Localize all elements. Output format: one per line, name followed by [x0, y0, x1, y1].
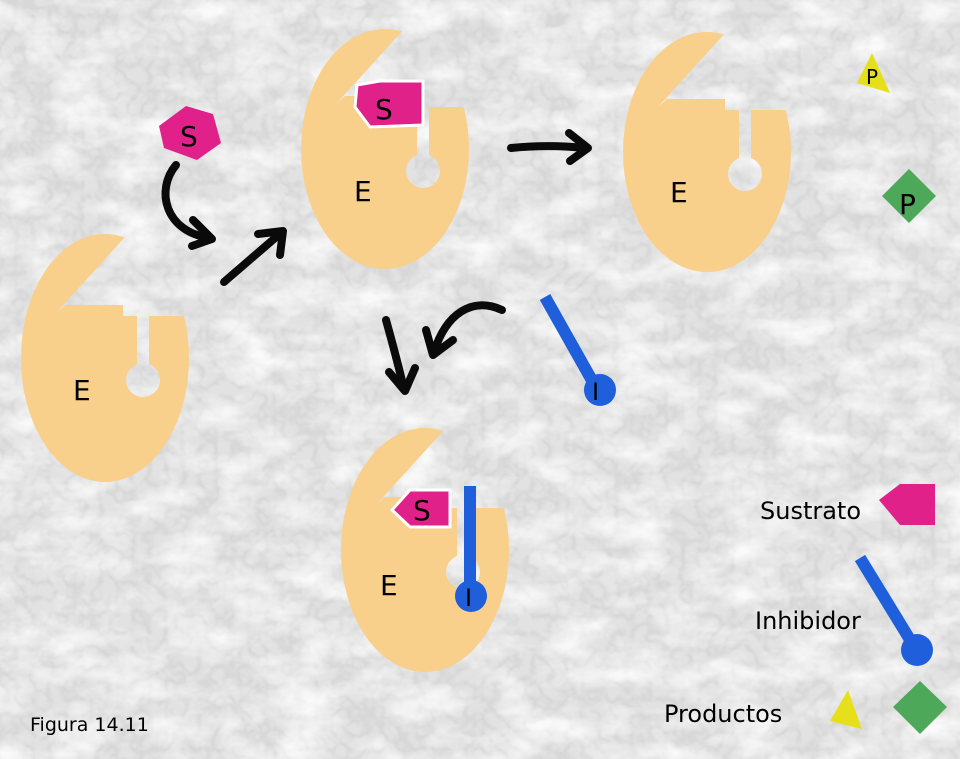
substrate-shape — [353, 79, 425, 129]
arrow-to-products — [507, 129, 592, 165]
arrow-down-to-inhibited — [382, 316, 419, 395]
legend-substrate-shape — [879, 484, 935, 525]
legend-inhibitor-head — [901, 634, 933, 666]
enzyme-free: E — [21, 234, 189, 482]
figure-caption: Figura 14.11 — [30, 714, 149, 736]
enzyme-substrate-inhibitor-complex: S I E — [341, 428, 509, 672]
legend-products: Productos — [664, 681, 947, 734]
product-triangle: P — [857, 53, 890, 93]
inhibitor-stick — [464, 486, 476, 586]
arrow-substrate-binding — [161, 161, 216, 250]
enzyme-label: E — [380, 569, 398, 602]
enzyme-released: E — [623, 32, 791, 272]
legend-product-diamond — [893, 681, 947, 734]
enzyme-label: E — [354, 175, 372, 208]
enzyme-body — [623, 32, 791, 272]
enzyme-label: E — [73, 374, 91, 407]
arrow-to-complex — [220, 227, 287, 286]
enzyme-body — [341, 428, 509, 672]
substrate-shape — [390, 488, 452, 529]
legend-substrate-label: Sustrato — [760, 497, 861, 525]
inhibitor-label: I — [465, 584, 472, 612]
enzyme-body — [21, 234, 189, 482]
legend-product-triangle — [830, 690, 862, 729]
product-triangle-shape — [857, 53, 890, 93]
reaction-arrows — [161, 129, 592, 395]
substrate-label: S — [375, 93, 393, 126]
legend-products-label: Productos — [664, 700, 782, 728]
product-diamond: P — [882, 169, 936, 223]
legend-inhibitor-stick — [854, 554, 918, 647]
product-label: P — [899, 188, 916, 221]
substrate-shape — [159, 106, 221, 160]
inhibitor-label: I — [592, 378, 599, 406]
inhibitor-head — [584, 374, 616, 406]
legend-substrate: Sustrato — [760, 484, 935, 525]
inhibitor-head — [455, 580, 487, 612]
legend-inhibitor: Inhibidor — [755, 554, 933, 666]
inhibitor-stick — [539, 294, 600, 387]
legend-inhibitor-label: Inhibidor — [755, 607, 861, 635]
arrow-inhibitor-binding — [422, 301, 506, 359]
product-diamond-shape — [882, 169, 936, 223]
product-label: P — [866, 65, 878, 89]
inhibitor-free: I — [539, 294, 616, 406]
substrate-label: S — [180, 120, 198, 153]
enzyme-label: E — [670, 176, 688, 209]
legend: Sustrato Inhibidor Productos — [664, 484, 947, 734]
substrate-label: S — [413, 494, 431, 527]
enzyme-substrate-complex: S E — [301, 29, 469, 269]
enzyme-body — [301, 29, 469, 269]
substrate-free: S — [159, 106, 221, 160]
